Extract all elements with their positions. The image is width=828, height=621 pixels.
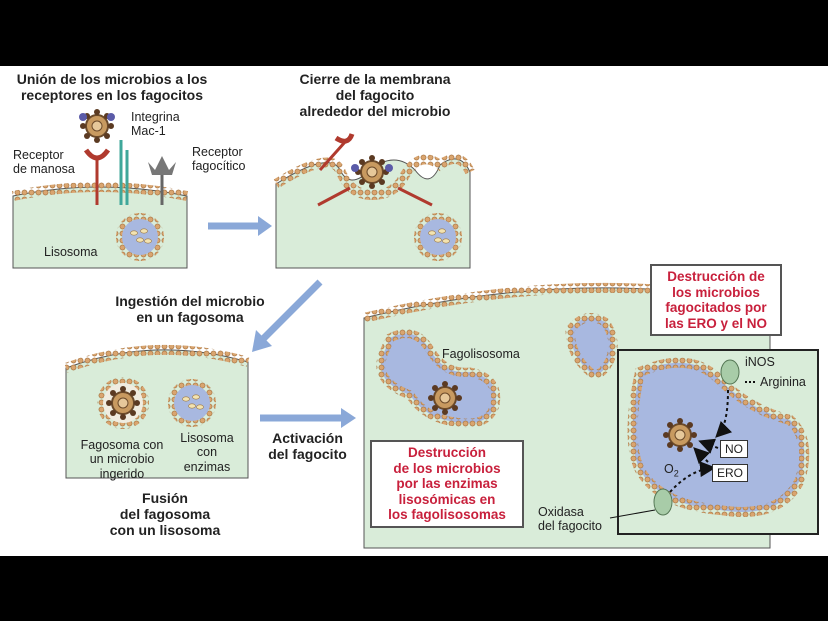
no-box: NO — [720, 440, 748, 458]
step2-title-line2: del fagocito — [335, 87, 415, 104]
ero-line2: los microbios — [672, 284, 760, 300]
lisosoma-enzimas-line3: enzimas — [183, 459, 231, 474]
panel-membrane-closing — [273, 133, 475, 269]
ero-line4: las ERO y el NO — [664, 315, 768, 331]
receptor-fagocitico-line1: Receptor — [192, 145, 243, 159]
step2-title: Cierre de la membrana del fagocito alred… — [280, 71, 470, 119]
receptor-manosa-line2: de manosa — [13, 162, 75, 177]
activation-line1: Activación — [272, 430, 343, 446]
lisosoma-enzimas-line2: con — [196, 445, 218, 460]
integrina-line1: Integrina — [131, 110, 180, 124]
step2-title-line1: Cierre de la membrana — [299, 71, 451, 87]
receptor-manosa-line1: Receptor — [13, 148, 64, 162]
panel-phagosome — [64, 344, 250, 479]
lisosoma-enzimas-line1: Lisosoma — [180, 431, 234, 445]
enzymes-line5: los fagolisosomas — [388, 507, 506, 523]
lisosoma-label: Lisosoma — [44, 245, 98, 259]
oxidasa-line1: Oxidasa — [538, 505, 584, 519]
fusion-line2: del fagosoma — [119, 506, 211, 523]
o2-text: O — [664, 462, 674, 476]
receptor-fagocitico-line2: fagocítico — [192, 159, 246, 174]
fagosoma-line3: ingerido — [99, 466, 145, 481]
fagolisosoma-label: Fagolisosoma — [442, 347, 520, 361]
step2-title-line3: alrededor del microbio — [299, 103, 451, 120]
fusion-title: Fusión del fagosoma con un lisosoma — [90, 490, 240, 538]
enzymes-line3: por las enzimas — [396, 476, 498, 492]
step3-title: Ingestión del microbio en un fagosoma — [100, 293, 280, 325]
oxidasa-line2: del fagocito — [538, 519, 602, 534]
integrina-label: Integrina Mac-1 — [131, 110, 180, 139]
inos-label: iNOS — [745, 355, 775, 369]
lisosoma-enzimas-label: Lisosoma con enzimas — [172, 431, 242, 474]
enzymes-line4: lisosómicas en — [398, 491, 496, 507]
activation-label: Activación del fagocito — [255, 430, 360, 462]
fusion-line1: Fusión — [142, 490, 188, 506]
receptor-manosa-label: Receptor de manosa — [13, 148, 75, 177]
step3-title-line1: Ingestión del microbio — [115, 293, 265, 309]
o2-label: O2 — [664, 462, 679, 479]
receptor-fagocitico-label: Receptor fagocítico — [192, 145, 246, 174]
enzymes-line2: de los microbios — [393, 460, 501, 476]
fagosoma-line2: un microbio — [89, 452, 155, 467]
ero-no-destruction-box: Destrucción de los microbios fagocitados… — [650, 264, 782, 337]
panel-receptor-binding — [11, 108, 189, 269]
fagosoma-line1: Fagosoma con — [80, 438, 164, 452]
step1-title-line1: Unión de los microbios a los — [16, 71, 208, 87]
ero-box: ERO — [712, 464, 749, 482]
panel-phagolysosome — [362, 282, 819, 549]
enzymes-line1: Destrucción — [407, 445, 487, 460]
enzyme-destruction-box: Destrucción de los microbios por las enz… — [370, 440, 524, 528]
step1-title-line2: receptores en los fagocitos — [20, 87, 204, 104]
step1-title: Unión de los microbios a los receptores … — [12, 71, 212, 103]
ero-line3: fagocitados por — [665, 300, 767, 316]
activation-line2: del fagocito — [268, 446, 347, 463]
ero-line1: Destrucción de — [667, 269, 765, 284]
integrina-line2: Mac-1 — [131, 124, 166, 139]
step3-title-line2: en un fagosoma — [136, 309, 244, 326]
arginina-label: Arginina — [760, 375, 806, 389]
o2-subscript: 2 — [673, 468, 679, 479]
oxidasa-label: Oxidasa del fagocito — [538, 505, 602, 534]
fagosoma-label: Fagosoma con un microbio ingerido — [68, 438, 176, 481]
fusion-line3: con un lisosoma — [109, 522, 221, 539]
